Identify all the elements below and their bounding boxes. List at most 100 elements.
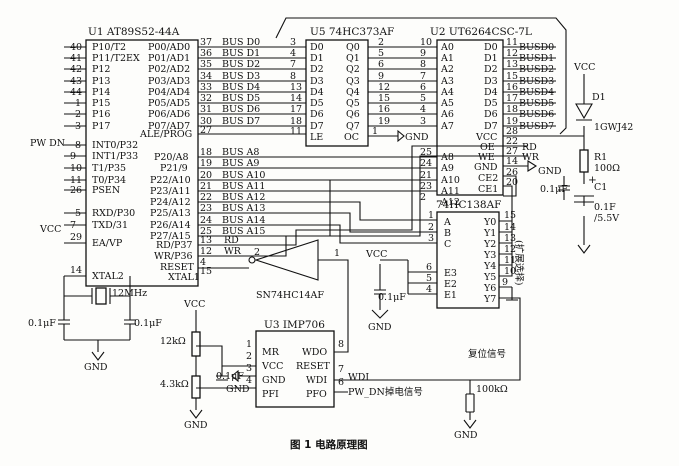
- u2-pin-num: 23: [420, 181, 432, 192]
- bus-label: BUS A15: [222, 226, 265, 237]
- u5-pin-name: LE: [310, 132, 323, 143]
- wr-label-u2: WR: [522, 152, 540, 163]
- u3-chip-body: [255, 330, 335, 408]
- u1-left-pins: [64, 46, 86, 277]
- u5-q-num: 6: [378, 59, 384, 70]
- bus-label: BUS D4: [222, 82, 260, 93]
- u1-chip-body: [85, 39, 199, 287]
- resistor-r1: [579, 149, 589, 173]
- pw-dn-net-label: PW_DN掉电信号: [348, 386, 423, 398]
- u2-data-name: D0: [484, 42, 498, 53]
- u2-pin-name: A10: [440, 175, 460, 186]
- u1-pin-num: 2: [75, 109, 81, 120]
- u4-out-name: Y0: [483, 217, 496, 228]
- bus-label: BUS A9: [222, 158, 259, 169]
- u1-right-num: 18: [200, 147, 212, 158]
- u4-pin-num: 1: [428, 210, 434, 221]
- u1-pin-num: 40: [70, 42, 82, 53]
- u1-port0-name: P06/AD6: [148, 109, 190, 120]
- gnd-label-crystal: GND: [84, 362, 108, 373]
- u1-right-num: 25: [200, 226, 212, 237]
- crystal-freq-label: 12MHz: [112, 288, 147, 299]
- u2-ctrl-name: WE: [478, 152, 495, 163]
- cap-u3: [216, 366, 228, 381]
- u2-pin-num: 6: [420, 82, 426, 93]
- u1-pin-name: P15: [92, 98, 110, 109]
- u1-port2-name: P20/A8: [154, 152, 189, 163]
- u2-right-num: 14: [506, 156, 518, 167]
- u1-labels: U1 AT89S52-44A 40 41 42 43 44 1 2 3 P10/…: [30, 26, 212, 283]
- wiring: [58, 17, 594, 429]
- c1-voltage-label: /5.5V: [594, 213, 619, 224]
- diode-d1: [575, 103, 593, 121]
- u5-q-num: 2: [378, 37, 384, 48]
- u2-ctrl-name: CE2: [478, 173, 498, 184]
- u3-labels: VCC 12kΩ 4.3kΩ GND U3 IMP706 1 2 3 4 MR …: [160, 299, 508, 441]
- expansion-select-label: (扩展选择): [513, 240, 525, 285]
- cap-label-u3: 0.1μF: [216, 371, 244, 382]
- vcc-label: VCC: [39, 224, 61, 235]
- u5-pin-name: Q3: [346, 76, 360, 87]
- u1-pin-num: 29: [70, 232, 82, 243]
- u4-pin-name: E3: [444, 268, 457, 279]
- inv-pin-num: 1: [334, 248, 340, 259]
- u1-right-num: 4: [200, 257, 206, 268]
- u4-pin-num: 2: [428, 222, 434, 233]
- u4-pin-name: E2: [444, 279, 457, 290]
- u4-out-name: Y4: [483, 261, 496, 272]
- u5-pin-name: D4: [310, 87, 324, 98]
- u2-right-num: 17: [506, 93, 518, 104]
- enable-lines: [407, 260, 437, 295]
- u2-right-num: 22: [506, 136, 518, 147]
- busd-label: BUSD1: [519, 53, 554, 64]
- u5-pin-name: Q2: [346, 64, 360, 75]
- u1-right-num: 15: [200, 266, 212, 277]
- bus-label: BUS A11: [222, 181, 265, 192]
- rd-label-u2: RD: [522, 142, 537, 153]
- pw-dn-label: PW DN: [30, 138, 65, 149]
- busd-label: BUSD7: [519, 121, 554, 132]
- gnd-label-u4: GND: [368, 322, 392, 333]
- u3-pin-num: 3: [246, 363, 252, 374]
- u4-pin-num: 6: [426, 262, 432, 273]
- u2-right-num: 27: [506, 146, 518, 157]
- gnd-arrow-u2: [527, 160, 538, 172]
- u1-pin-num: 3: [75, 121, 81, 132]
- gnd-label-u3-arrow: GND: [226, 384, 250, 395]
- u5-pin-num: 14: [290, 93, 302, 104]
- gnd-arrow-u3: [231, 369, 256, 383]
- u5-q-num: 12: [378, 82, 390, 93]
- u1-port0-name: P02/AD2: [148, 64, 190, 75]
- inv-pin-num: 2: [254, 247, 260, 258]
- u2-right-num: 16: [506, 82, 518, 93]
- u5-pin-name: Q4: [346, 87, 360, 98]
- u1-pin-name: T0/P34: [92, 175, 126, 186]
- wr-p36-label: WR/P36: [154, 251, 193, 262]
- u5-pin-name: D0: [310, 42, 324, 53]
- u5-pin-num: 8: [290, 71, 296, 82]
- r1-label: R1: [594, 152, 607, 163]
- u1-right-num: 31: [200, 104, 212, 115]
- u2-pin-name: A2: [440, 64, 454, 75]
- u1-pin-num: 1: [75, 98, 81, 109]
- gnd-label-r100k: GND: [454, 430, 478, 441]
- u1-pin-name: P14: [92, 87, 110, 98]
- u5-pin-num: 17: [290, 104, 302, 115]
- u3-pin-num: 4: [246, 375, 252, 386]
- u1-pin-name: P13: [92, 76, 110, 87]
- u2-right-num: 28: [506, 126, 518, 137]
- u2-chip-body: [436, 39, 504, 196]
- u2-pin-num: 25: [420, 147, 432, 158]
- u2-data-name: D2: [484, 64, 498, 75]
- bus-label: BUS D2: [222, 59, 260, 70]
- u4-pin-name: E1: [444, 290, 457, 301]
- d1-label: D1: [592, 92, 606, 103]
- u2-pin-num: 10: [420, 37, 432, 48]
- u5-q-num: 19: [378, 116, 390, 127]
- inverter-part-label: SN74HC14AF: [256, 290, 324, 301]
- u5-title: U5 74HC373AF: [310, 26, 394, 38]
- u3-pin-num: 2: [246, 351, 252, 362]
- u1-port0-name: P03/AD3: [148, 76, 190, 87]
